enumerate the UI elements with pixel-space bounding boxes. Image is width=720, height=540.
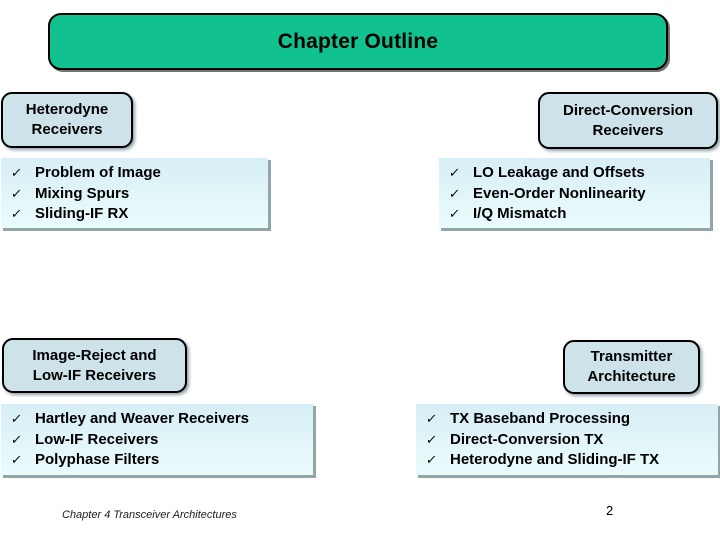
section-header-transmitter-architecture: Transmitter Architecture xyxy=(563,340,700,394)
section-header-image-reject-low-if-receivers: Image-Reject and Low-IF Receivers xyxy=(2,338,187,393)
slide-footer: Chapter 4 Transceiver Architectures xyxy=(62,509,237,521)
section-header-heterodyne-receivers: Heterodyne Receivers xyxy=(1,92,133,148)
section-header-line: Direct-Conversion xyxy=(562,101,694,119)
list-item-label: Even-Order Nonlinearity xyxy=(473,184,646,202)
check-bullet-icon: ✓ xyxy=(10,431,24,447)
list-item: ✓ Polyphase Filters xyxy=(1,450,313,471)
bullet-panel-transmitter: ✓ TX Baseband Processing ✓ Direct-Conver… xyxy=(415,403,718,475)
check-bullet-icon: ✓ xyxy=(448,206,462,221)
check-bullet-icon: ✓ xyxy=(425,431,439,447)
list-item: ✓ Direct-Conversion TX xyxy=(416,430,718,451)
check-bullet-icon: ✓ xyxy=(10,185,24,201)
list-item-label: Hartley and Weaver Receivers xyxy=(35,410,250,427)
list-item: ✓ I/Q Mismatch xyxy=(439,204,710,225)
section-header-line: Transmitter xyxy=(590,348,673,365)
list-item: ✓ Mixing Spurs xyxy=(1,184,268,205)
slide-title-banner: Chapter Outline xyxy=(48,13,668,70)
slide-title: Chapter Outline xyxy=(277,29,439,53)
section-header-line: Image-Reject and xyxy=(32,346,157,364)
check-bullet-icon: ✓ xyxy=(448,165,462,180)
section-header-line: Heterodyne xyxy=(25,101,109,118)
list-item-label: Sliding-IF RX xyxy=(35,205,129,222)
list-item-label: Heterodyne and Sliding-IF TX xyxy=(450,451,660,468)
check-bullet-icon: ✓ xyxy=(10,206,24,221)
section-header-line: Receivers xyxy=(592,121,664,139)
check-bullet-icon: ✓ xyxy=(10,165,24,180)
check-bullet-icon: ✓ xyxy=(10,411,24,426)
check-bullet-icon: ✓ xyxy=(425,411,439,426)
list-item-label: LO Leakage and Offsets xyxy=(473,164,645,181)
list-item-label: Polyphase Filters xyxy=(35,451,160,468)
page-number: 2 xyxy=(606,503,614,518)
list-item: ✓ TX Baseband Processing xyxy=(416,409,718,430)
section-header-line: Receivers xyxy=(31,121,103,138)
bullet-panel-image-reject: ✓ Hartley and Weaver Receivers ✓ Low-IF … xyxy=(0,403,313,475)
list-item-label: Direct-Conversion TX xyxy=(450,430,604,448)
list-item-label: I/Q Mismatch xyxy=(473,205,567,222)
list-item: ✓ LO Leakage and Offsets xyxy=(439,163,710,184)
list-item-label: Problem of Image xyxy=(35,164,161,181)
list-item: ✓ Low-IF Receivers xyxy=(1,430,313,451)
list-item: ✓ Heterodyne and Sliding-IF TX xyxy=(416,450,718,471)
section-header-line: Architecture xyxy=(587,368,676,385)
list-item: ✓ Even-Order Nonlinearity xyxy=(439,184,710,205)
list-item: ✓ Problem of Image xyxy=(1,163,268,184)
check-bullet-icon: ✓ xyxy=(425,452,439,467)
check-bullet-icon: ✓ xyxy=(10,452,24,467)
list-item-label: Low-IF Receivers xyxy=(35,430,159,448)
bullet-panel-heterodyne: ✓ Problem of Image ✓ Mixing Spurs ✓ Slid… xyxy=(0,157,268,228)
list-item-label: Mixing Spurs xyxy=(35,184,130,202)
list-item-label: TX Baseband Processing xyxy=(450,410,631,427)
check-bullet-icon: ✓ xyxy=(448,185,462,201)
bullet-panel-direct-conversion: ✓ LO Leakage and Offsets ✓ Even-Order No… xyxy=(438,157,710,228)
section-header-line: Low-IF Receivers xyxy=(32,366,157,384)
list-item: ✓ Sliding-IF RX xyxy=(1,204,268,225)
list-item: ✓ Hartley and Weaver Receivers xyxy=(1,409,313,430)
section-header-direct-conversion-receivers: Direct-Conversion Receivers xyxy=(538,92,718,149)
